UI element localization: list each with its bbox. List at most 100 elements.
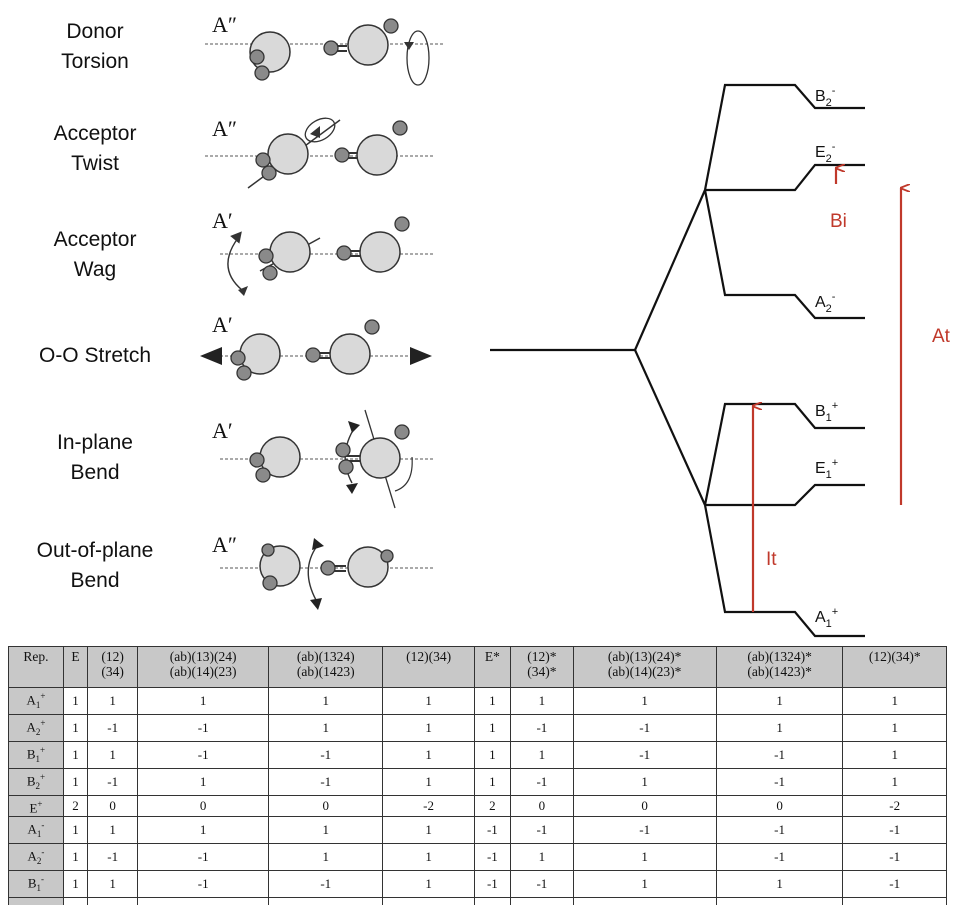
mode-name-line: Out-of-plane [36, 539, 154, 562]
donor-torsion-molecule-diagram [205, 18, 445, 86]
character-cell: -1 [473, 842, 512, 871]
column-header: E* [473, 646, 512, 688]
level-label-a1-plus: A1+ [815, 606, 838, 630]
character-cell: 1 [382, 869, 475, 898]
vibrational-modes-panel: Donor Torsion A″ Acceptor Twist A″ [0, 0, 470, 625]
character-cell: -1 [510, 869, 574, 898]
character-cell: -1 [87, 896, 139, 905]
column-header-line: (ab)(1423)* [747, 664, 812, 679]
character-cell: -1 [268, 869, 384, 898]
character-cell: 1 [715, 896, 844, 905]
character-cell: 1 [510, 687, 574, 715]
character-cell: 1 [572, 842, 717, 871]
irrep-base: B [27, 875, 37, 891]
mode-name-line: Acceptor [53, 228, 137, 251]
character-cell: -1 [510, 767, 574, 796]
level-label-e2-minus: E2- [815, 141, 836, 165]
irrep-label-cell: A1- [8, 816, 64, 844]
mode-name-line: Bend [70, 569, 120, 592]
character-cell: 1 [62, 896, 89, 905]
column-header: (ab)(13)(24)(ab)(14)(23) [137, 646, 270, 688]
character-cell: 1 [572, 869, 717, 898]
character-cell: -1 [510, 713, 574, 742]
character-cell: 1 [473, 740, 512, 769]
character-cell: 2 [62, 794, 89, 818]
transition-label-it: It [766, 549, 777, 570]
column-header: (12)(34)* [842, 646, 947, 688]
character-cell: -1 [842, 842, 947, 871]
column-header-line: Rep. [23, 649, 49, 664]
column-header: (ab)(13)(24)*(ab)(14)(23)* [572, 646, 717, 688]
irrep-label-cell: B2+ [8, 767, 64, 796]
character-cell: 1 [137, 767, 270, 796]
character-cell: -1 [473, 816, 512, 844]
irrep-superscript: + [37, 798, 43, 809]
column-header-line: (12)* [527, 649, 557, 664]
irrep-superscript: - [41, 901, 44, 905]
character-cell: 1 [382, 740, 475, 769]
mode-symmetry-donor-torsion: A″ [212, 12, 238, 37]
column-header: (12)*(34)* [510, 646, 574, 688]
column-header: (12)(34) [382, 646, 475, 688]
character-cell: 0 [268, 794, 384, 818]
column-header: E [62, 646, 89, 688]
character-cell: 1 [268, 842, 384, 871]
character-cell: -1 [572, 816, 717, 844]
irrep-superscript: - [41, 820, 45, 831]
level-label-e1-plus: E1+ [815, 457, 838, 481]
irrep-subscript: 1 [36, 882, 42, 893]
irrep-base: A [27, 848, 37, 864]
column-header-line: (ab)(1324) [296, 649, 355, 664]
table-row: B2-1-11-11-11-11-1 [8, 896, 947, 905]
irrep-subscript: 2 [36, 855, 42, 866]
mode-name-line: Bend [70, 461, 120, 484]
mode-name-line: O-O Stretch [38, 344, 152, 367]
irrep-label-cell: B1- [8, 869, 64, 898]
column-header-line: (ab)(14)(23)* [607, 664, 682, 679]
mode-symmetry-acceptor-wag: A′ [212, 208, 233, 233]
character-cell: 1 [715, 713, 844, 742]
character-cell: 1 [62, 713, 89, 742]
irrep-subscript: 1 [36, 828, 42, 839]
character-cell: -1 [715, 740, 844, 769]
character-cell: 1 [62, 816, 89, 844]
irrep-superscript: + [40, 717, 46, 728]
character-cell: -1 [842, 869, 947, 898]
character-cell: 1 [842, 767, 947, 796]
character-cell: -1 [572, 740, 717, 769]
level-label-b2-minus: B2- [815, 85, 836, 109]
character-cell: 1 [473, 713, 512, 742]
character-cell: 1 [473, 767, 512, 796]
column-header-line: (34)* [527, 664, 557, 679]
character-cell: 1 [382, 687, 475, 715]
mode-name-out-of-plane-bend: Out-of-plane Bend [0, 536, 190, 596]
character-cell: 1 [572, 687, 717, 715]
irrep-subscript: 1 [35, 699, 41, 710]
character-cell: 1 [87, 869, 139, 898]
column-header-line: (12) [101, 649, 124, 664]
irrep-subscript: 1 [35, 753, 41, 764]
irrep-subscript: 2 [35, 780, 41, 791]
character-cell: -1 [842, 896, 947, 905]
character-cell: 1 [473, 687, 512, 715]
mode-name-line: Donor [66, 20, 124, 43]
character-cell: 0 [137, 794, 270, 818]
mode-name-donor-torsion: Donor Torsion [0, 17, 190, 77]
mode-name-line: Wag [73, 258, 117, 281]
character-cell: 1 [382, 896, 475, 905]
irrep-subscript: 2 [35, 726, 41, 737]
character-cell: 1 [87, 816, 139, 844]
irrep-base: E [29, 800, 38, 816]
character-cell: 1 [382, 713, 475, 742]
character-cell: 1 [62, 767, 89, 796]
column-header-line: E [71, 649, 80, 664]
character-cell: 1 [715, 687, 844, 715]
mode-name-in-plane-bend: In-plane Bend [0, 428, 190, 488]
mode-name-line: Twist [71, 152, 119, 175]
energy-level-splitting-diagram: B2- E2- A2- B1+ E1+ A1+ Bi At It [490, 83, 951, 638]
level-label-b1-plus: B1+ [815, 400, 838, 424]
character-cell: -1 [268, 767, 384, 796]
